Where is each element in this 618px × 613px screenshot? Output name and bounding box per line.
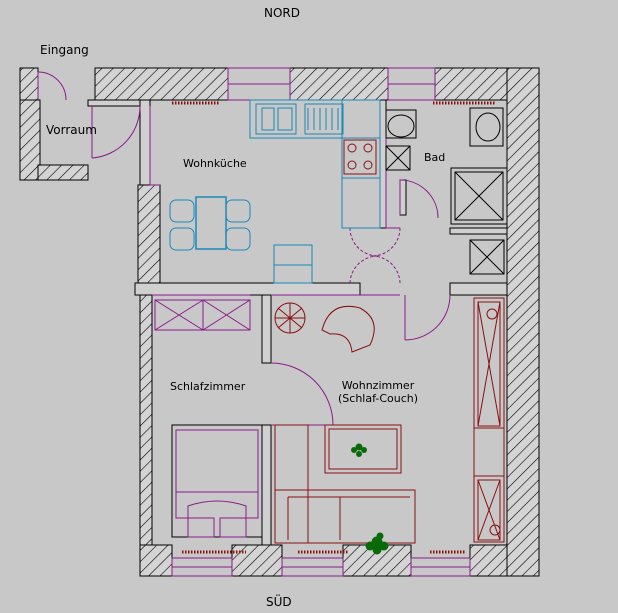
- room-label-vestibule: Vorraum: [46, 123, 97, 137]
- room-label-living-line2: (Schlaf-Couch): [338, 392, 419, 405]
- room-label-living-line1: Wohnzimmer: [341, 379, 415, 392]
- room-label-bedroom: Schlafzimmer: [170, 380, 246, 393]
- compass-north: NORD: [264, 6, 300, 20]
- room-label-entrance: Eingang: [40, 43, 89, 57]
- room-label-kitchen: Wohnküche: [183, 157, 247, 170]
- plant-icon: [351, 443, 389, 555]
- outer-walls: [19, 67, 540, 577]
- living-furniture: [274, 297, 505, 544]
- compass-south: SÜD: [266, 595, 292, 609]
- room-label-living: Wohnzimmer (Schlaf-Couch): [338, 379, 418, 405]
- bathroom-fixtures: [385, 107, 508, 275]
- doors: [37, 71, 451, 426]
- windows: [171, 67, 471, 577]
- radiators: [172, 101, 495, 554]
- bedroom-furniture: [154, 299, 263, 538]
- interior-walls: [87, 99, 508, 546]
- stove: [343, 139, 377, 175]
- kitchen-fixtures: [169, 99, 381, 284]
- room-label-bathroom: Bad: [424, 151, 446, 164]
